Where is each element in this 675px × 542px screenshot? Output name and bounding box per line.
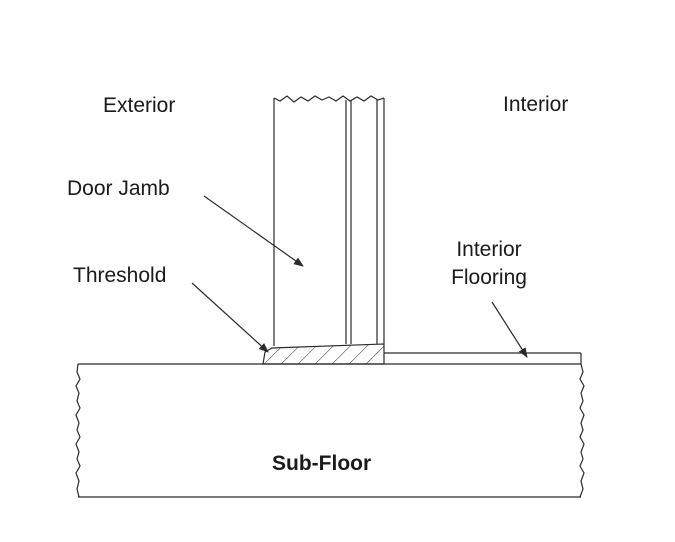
interior-flooring-label-line2: Flooring	[451, 266, 527, 289]
interior-flooring-leader	[491, 301, 528, 358]
threshold-leader	[191, 282, 269, 353]
interior-flooring	[384, 352, 582, 364]
exterior-label: Exterior	[103, 94, 176, 117]
interior-label: Interior	[503, 93, 569, 116]
threshold-label: Threshold	[73, 264, 167, 287]
door-jamb-leader	[203, 195, 304, 267]
sub-floor-label: Sub-Floor	[272, 452, 372, 475]
interior-flooring-label-line1: Interior	[456, 238, 522, 261]
door-jamb-label: Door Jamb	[67, 177, 170, 200]
door-jamb-shape	[273, 95, 385, 346]
threshold-shape	[262, 343, 385, 365]
